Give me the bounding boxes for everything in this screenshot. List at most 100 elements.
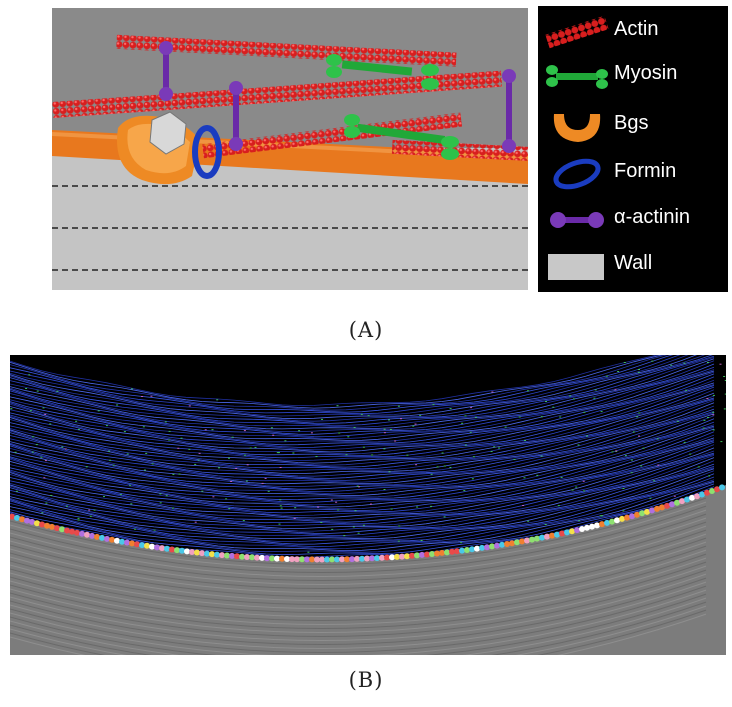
motor-speck [61,447,63,448]
bgs-particle [539,535,545,541]
motor-speck [280,505,282,506]
legend-item-myosin: Myosin [538,56,728,96]
motor-speck [463,490,465,491]
bgs-particle [149,544,155,550]
actin-icon [544,12,610,52]
bgs-particle [129,540,135,546]
motor-speck [449,467,451,468]
motor-speck [160,502,162,503]
motor-speck [545,401,547,402]
bgs-particle [124,540,130,546]
motor-speck [357,486,359,487]
motor-speck [433,404,435,405]
motor-speck [612,451,614,452]
motor-speck [472,478,474,479]
bgs-particle [589,524,595,530]
bgs-particle [504,541,510,547]
motor-speck [316,456,318,457]
motor-speck [44,414,46,415]
motor-speck [25,388,27,389]
bgs-particle [109,537,115,543]
motor-speck [120,494,122,495]
motor-speck [30,410,32,411]
motor-speck [244,430,246,431]
motor-speck [684,363,686,364]
motor-speck [622,510,624,511]
motor-speck [232,437,234,438]
motor-speck [653,480,655,481]
motor-speck [720,441,722,442]
motor-speck [361,414,363,415]
motor-speck [172,508,174,509]
motor-speck [670,365,672,366]
motor-speck [56,391,58,392]
bgs-particle [44,523,50,529]
motor-speck [272,435,274,436]
motor-speck [228,508,230,509]
motor-speck [470,407,472,408]
bgs-particle [39,522,45,528]
motor-speck [169,431,171,432]
motor-speck [541,416,543,417]
motor-speck [720,364,722,365]
motor-speck [134,529,136,530]
motor-speck [284,440,286,441]
motor-speck [172,474,174,475]
legend-label-bgs: Bgs [614,112,648,135]
motor-speck [450,408,452,409]
motor-speck [388,419,390,420]
motor-speck [307,552,309,553]
motor-speck [36,444,38,445]
motor-speck [129,485,131,486]
motor-speck [398,526,400,527]
bgs-particle [574,527,580,533]
motor-speck [88,510,90,511]
motor-speck [311,432,313,433]
motor-speck [527,390,529,391]
motor-speck [98,410,100,411]
motor-speck [247,464,249,465]
motor-speck [205,429,207,430]
motor-speck [415,424,417,425]
motor-speck [10,408,12,409]
motor-speck [279,524,281,525]
bgs-particle [509,540,515,546]
motor-speck [355,510,357,511]
bgs-particle [609,519,615,525]
bgs-particle [569,528,575,534]
motor-speck [595,389,597,390]
motor-speck [230,481,232,482]
bgs-particle [599,521,605,527]
motor-speck [195,522,197,523]
bgs-particle [59,526,65,532]
motor-speck [43,477,45,478]
motor-speck [294,507,296,508]
motor-speck [212,429,214,430]
motor-speck [593,398,595,399]
bgs-particle [99,535,105,541]
bgs-particle [484,544,490,550]
motor-speck [421,540,423,541]
alpha-actinin-icon [544,200,610,240]
motor-speck [437,466,439,467]
motor-speck [338,433,340,434]
motor-speck [575,487,577,488]
legend-label-wall: Wall [614,252,652,275]
motor-speck [154,530,156,531]
motor-speck [707,417,709,418]
motor-speck [363,525,365,526]
motor-speck [689,454,691,455]
motor-speck [43,407,45,408]
motor-speck [713,429,715,430]
motor-speck [177,448,179,449]
motor-speck [583,490,585,491]
motor-speck [703,428,705,429]
motor-speck [86,466,88,467]
legend-item-wall: Wall [538,246,728,286]
motor-speck [657,438,659,439]
bgs-particle [499,542,505,548]
motor-speck [706,398,708,399]
motor-speck [265,478,267,479]
motor-speck [419,415,421,416]
motor-speck [674,496,676,497]
